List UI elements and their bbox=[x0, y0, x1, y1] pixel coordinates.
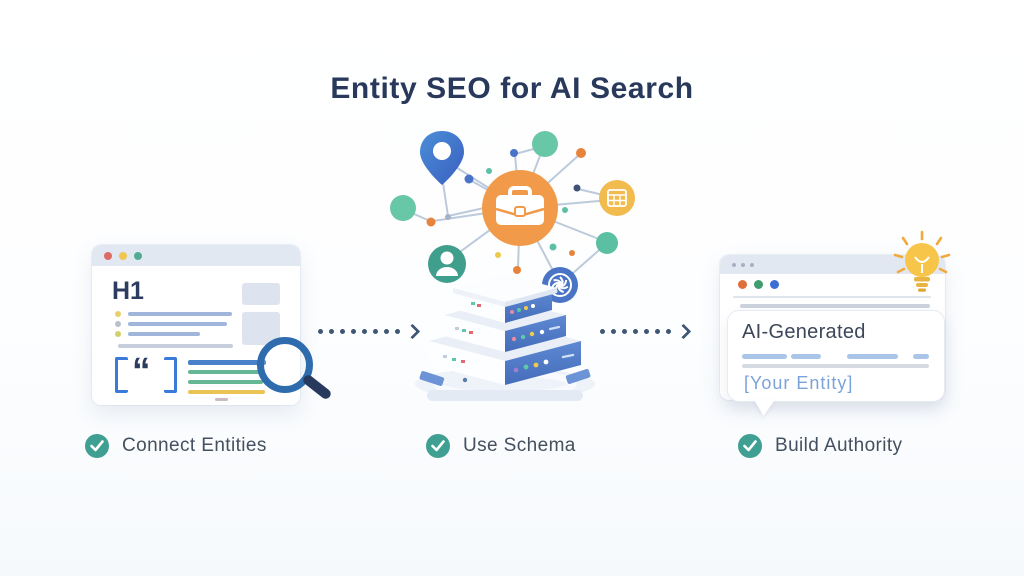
left-browser-window: H1 “ bbox=[92, 245, 300, 405]
text-dash bbox=[847, 354, 898, 359]
ai-answer-card: AI-Generated [Your Entity] bbox=[727, 310, 945, 402]
lightbulb-icon bbox=[893, 230, 951, 292]
entity-node-teal bbox=[390, 195, 416, 221]
entity-node-teal bbox=[532, 131, 558, 157]
person-icon bbox=[428, 245, 466, 283]
speech-bubble-tail bbox=[750, 399, 776, 416]
step-use-schema: Use Schema bbox=[426, 434, 576, 458]
text-line bbox=[740, 304, 930, 308]
quote-icon: “ bbox=[132, 350, 150, 391]
quote-line bbox=[188, 380, 263, 384]
right-browser-window: AI-Generated [Your Entity] bbox=[720, 255, 945, 402]
arrow-middle-to-right bbox=[600, 323, 692, 339]
arrow-left-to-middle bbox=[318, 323, 421, 339]
step-label: Use Schema bbox=[463, 435, 576, 456]
briefcase-icon bbox=[482, 170, 558, 246]
text-line bbox=[742, 364, 929, 368]
h1-heading: H1 bbox=[112, 277, 144, 305]
status-dot-blue-icon bbox=[770, 280, 779, 289]
quote-bracket-right-icon bbox=[164, 357, 177, 393]
page-title: Entity SEO for AI Search bbox=[330, 72, 694, 105]
step-label: Build Authority bbox=[775, 435, 903, 456]
entity-network-illustration bbox=[390, 131, 635, 401]
magnifier-handle-icon bbox=[301, 373, 333, 401]
ai-generated-label: AI-Generated bbox=[742, 321, 866, 343]
quote-line bbox=[188, 390, 265, 394]
titlebar-dot-icon bbox=[732, 262, 736, 267]
step-label: Connect Entities bbox=[122, 435, 267, 456]
sidebar-block bbox=[242, 283, 280, 305]
quote-line bbox=[188, 370, 260, 374]
text-line bbox=[128, 322, 227, 326]
check-icon bbox=[426, 434, 450, 458]
titlebar-dot-icon bbox=[750, 262, 754, 267]
bullet-icon bbox=[115, 311, 121, 317]
location-pin-icon bbox=[420, 131, 464, 185]
text-dash bbox=[742, 354, 787, 359]
quote-line bbox=[188, 360, 266, 365]
text-line bbox=[118, 344, 233, 348]
check-icon bbox=[738, 434, 762, 458]
calendar-grid-icon bbox=[599, 180, 635, 216]
status-dot-green-icon bbox=[754, 280, 763, 289]
titlebar-dot-icon bbox=[741, 262, 745, 267]
step-connect-entities: Connect Entities bbox=[85, 434, 267, 458]
bullet-icon bbox=[115, 321, 121, 327]
text-line bbox=[128, 332, 200, 336]
traffic-light-red-icon bbox=[104, 251, 112, 260]
text-line bbox=[128, 312, 232, 316]
scatter-dots bbox=[426, 148, 586, 274]
right-window-titlebar bbox=[720, 255, 945, 274]
check-icon bbox=[85, 434, 109, 458]
divider-line bbox=[733, 296, 931, 298]
text-dash bbox=[913, 354, 929, 359]
quote-bracket-left-icon bbox=[115, 357, 128, 393]
magnifier-icon bbox=[257, 337, 313, 393]
left-window-titlebar bbox=[92, 245, 300, 266]
server-stack-icon bbox=[415, 274, 595, 401]
your-entity-placeholder: [Your Entity] bbox=[744, 373, 854, 393]
status-dot-orange-icon bbox=[738, 280, 747, 289]
step-build-authority: Build Authority bbox=[738, 434, 902, 458]
chevron-right-icon bbox=[675, 323, 692, 339]
entity-node-teal bbox=[596, 232, 618, 254]
text-dash bbox=[791, 354, 821, 359]
traffic-light-green-icon bbox=[134, 251, 142, 260]
bullet-icon bbox=[115, 331, 121, 337]
traffic-light-yellow-icon bbox=[119, 251, 127, 260]
quote-line bbox=[215, 398, 228, 401]
